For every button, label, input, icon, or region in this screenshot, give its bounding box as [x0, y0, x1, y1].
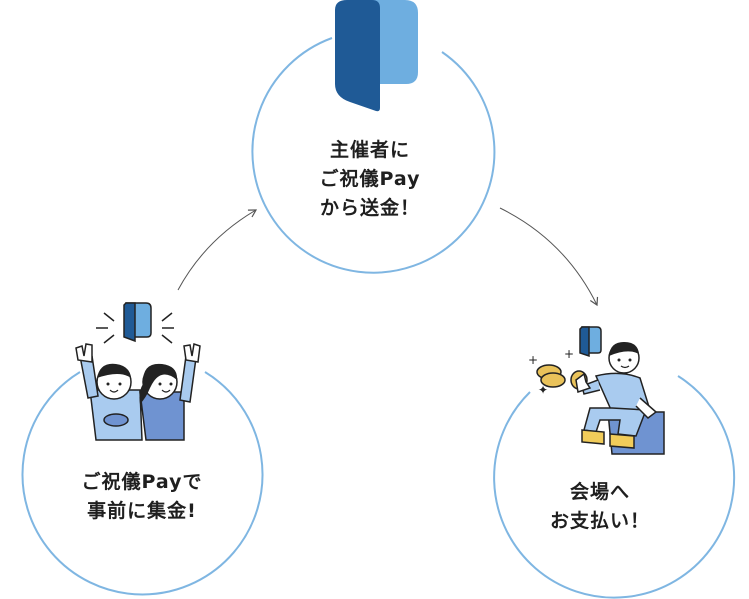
svg-text:✦: ✦ [538, 383, 548, 397]
svg-text:+: + [564, 347, 574, 361]
svg-text:+: + [528, 353, 538, 367]
circle-top [251, 37, 496, 274]
arrow-left-to-top [177, 209, 258, 291]
right-node-label: 会場へ お支払い！ [530, 478, 670, 536]
top-node-line-3: から送金！ [319, 197, 420, 219]
circle-right [493, 375, 736, 599]
top-node-line-1: 主催者に [329, 139, 410, 161]
left-node-line-2: 事前に集金! [87, 500, 197, 522]
top-node-line-2: ご祝儀Pay [319, 168, 421, 190]
circle-left [21, 371, 264, 596]
right-node-line-1: 会場へ [569, 481, 630, 503]
left-node-label: ご祝儀Payで 事前に集金! [62, 468, 222, 526]
person-paying-coins-icon: + + ✦ [528, 326, 665, 455]
goshugi-pay-logo-icon [335, 0, 418, 112]
top-node-label: 主催者に ご祝儀Pay から送金！ [300, 136, 440, 223]
right-node-line-2: お支払い！ [549, 510, 650, 532]
arrow-top-to-right [499, 207, 599, 307]
two-people-cheering-icon [75, 302, 201, 441]
left-node-line-1: ご祝儀Payで [81, 471, 203, 493]
